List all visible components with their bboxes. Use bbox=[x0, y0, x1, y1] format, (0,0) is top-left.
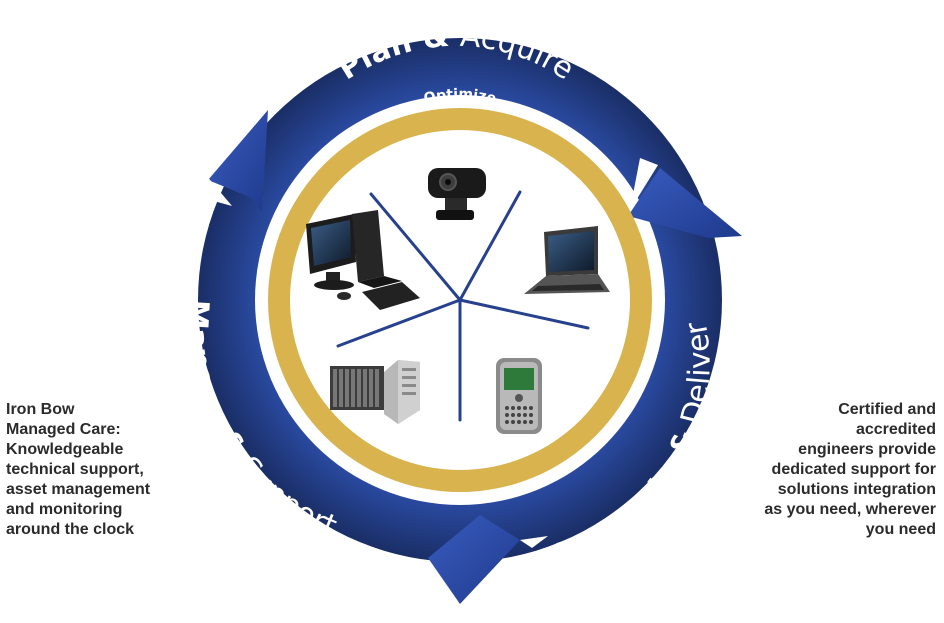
managed-care-description: Iron Bow Managed Care: Knowledgeable tec… bbox=[6, 400, 150, 540]
cycle-arrow-left bbox=[200, 110, 268, 212]
left-text-line: and monitoring bbox=[6, 501, 123, 518]
desktop-computer-icon bbox=[306, 210, 420, 310]
left-text-line: technical support, bbox=[6, 461, 144, 478]
webcam-icon bbox=[428, 168, 486, 220]
cycle-arrow-bottom bbox=[428, 515, 548, 604]
left-text-line: Knowledgeable bbox=[6, 441, 124, 458]
right-text-line: dedicated support for bbox=[771, 461, 936, 478]
right-text-line: solutions integration bbox=[777, 481, 936, 498]
left-text-line: around the clock bbox=[6, 521, 135, 538]
right-text-line: as you need, wherever bbox=[764, 501, 936, 518]
cycle-arrow-right bbox=[628, 158, 742, 238]
right-text-line: engineers provide bbox=[798, 441, 936, 458]
certified-engineers-description: Certified and accredited engineers provi… bbox=[764, 400, 936, 540]
laptop-icon bbox=[524, 226, 610, 294]
right-text-line: Certified and bbox=[838, 401, 936, 418]
left-text-line: Managed Care: bbox=[6, 421, 121, 438]
left-text-line: Iron Bow bbox=[6, 401, 75, 418]
smartphone-icon bbox=[496, 358, 542, 434]
spokes bbox=[336, 190, 590, 422]
server-rack-icon bbox=[330, 360, 420, 424]
right-text-line: accredited bbox=[855, 421, 936, 438]
left-text-line: asset management bbox=[6, 481, 151, 498]
right-text-line: you need bbox=[865, 521, 936, 538]
